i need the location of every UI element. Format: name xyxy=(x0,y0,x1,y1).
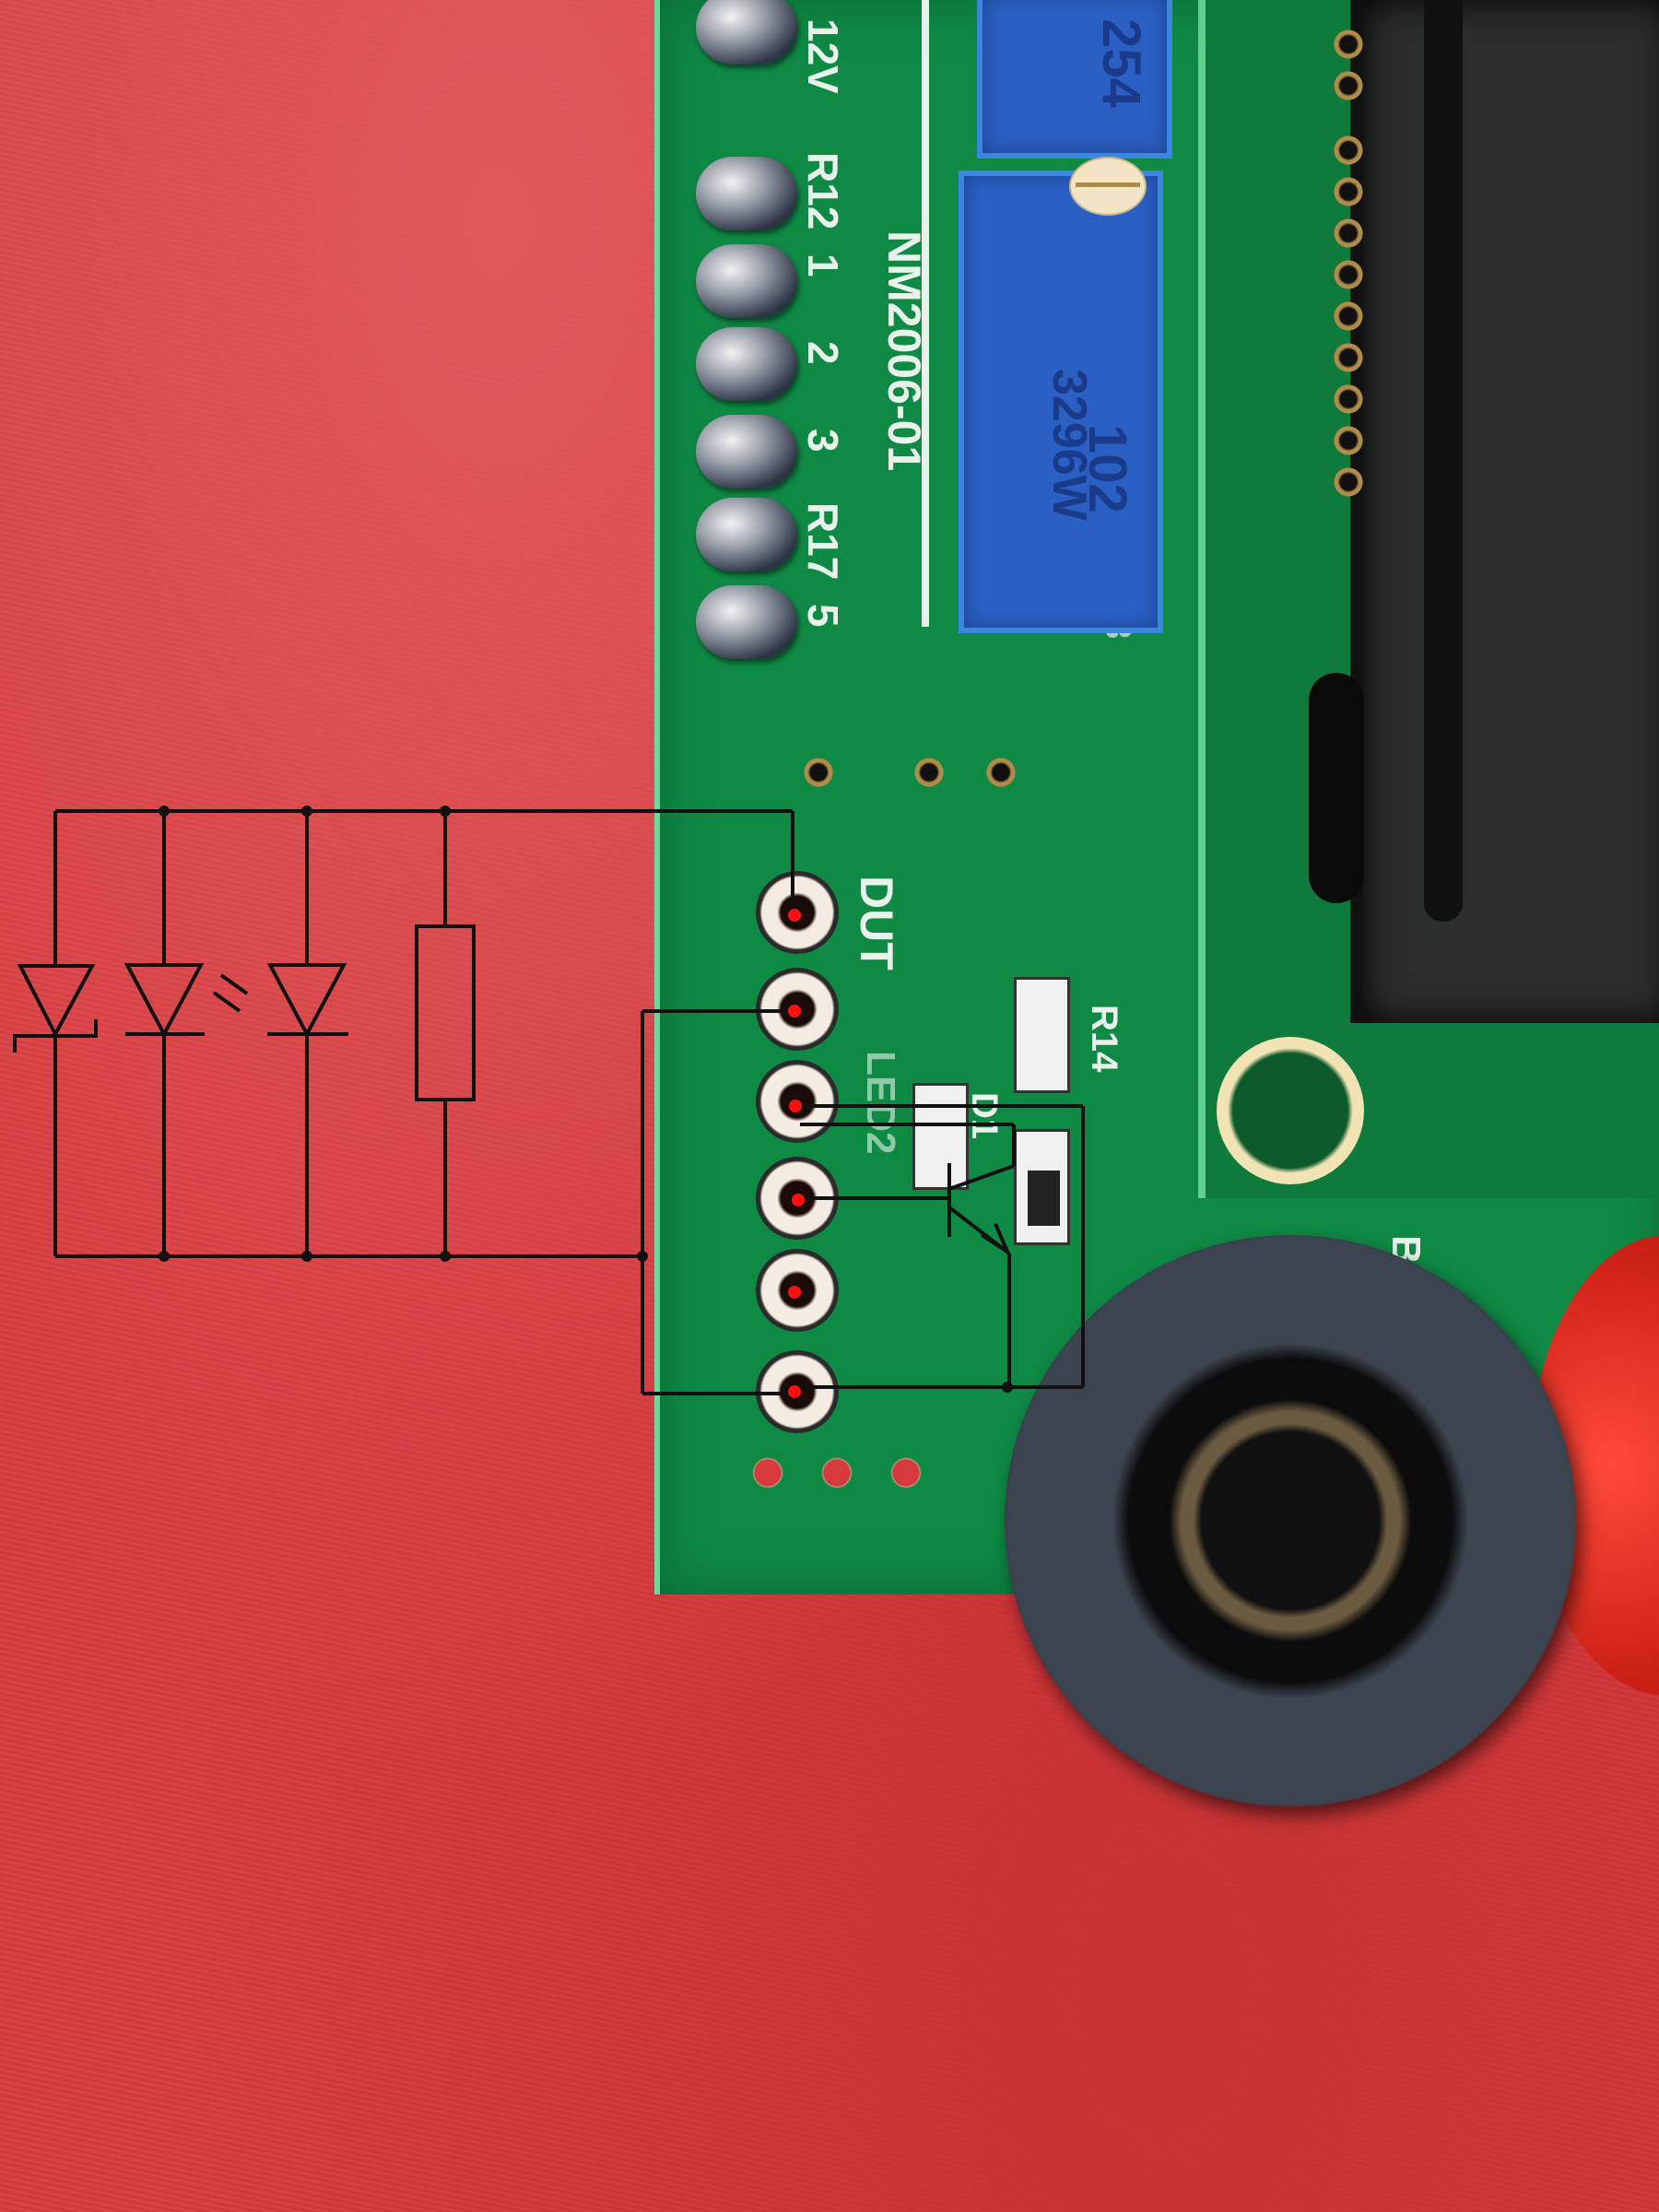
header-pin-12v xyxy=(696,0,797,65)
via xyxy=(889,1456,923,1489)
trimmer-254 xyxy=(977,0,1172,159)
smd-led xyxy=(912,1083,969,1190)
silk-line xyxy=(922,0,929,627)
header-pin xyxy=(696,498,797,571)
zener-diode-symbol xyxy=(13,811,98,1256)
led-symbol xyxy=(212,811,348,1256)
via xyxy=(984,756,1018,789)
via xyxy=(802,756,835,789)
lcd-module xyxy=(1350,0,1659,1023)
dut-pin-markers xyxy=(788,909,805,1398)
via xyxy=(820,1456,853,1489)
trimmer-adjust-screw xyxy=(1069,157,1147,216)
resistor-symbol xyxy=(415,811,476,1256)
smd-resistor-r14 xyxy=(1014,977,1070,1093)
header-pin xyxy=(696,327,797,401)
header-pin xyxy=(696,157,797,230)
via xyxy=(751,1456,784,1489)
via xyxy=(912,756,946,789)
header-pin xyxy=(696,585,797,659)
lcd-slot xyxy=(1424,0,1463,922)
transistor-symbol xyxy=(800,1104,1085,1389)
binding-post-black xyxy=(1005,1235,1576,1806)
header-pin xyxy=(696,415,797,488)
header-pin xyxy=(696,244,797,318)
lcd-slot-hole xyxy=(1309,673,1364,903)
mount-hole xyxy=(1217,1037,1364,1184)
trimmer-102 xyxy=(959,171,1163,633)
diode-symbol xyxy=(124,811,205,1256)
